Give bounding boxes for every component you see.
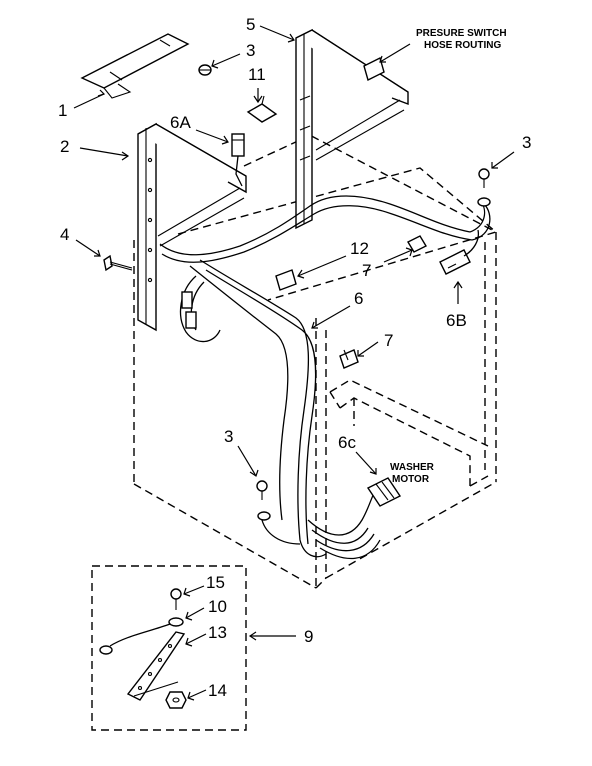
callout-6a: 6A — [170, 113, 191, 132]
callout-6: 6 — [354, 289, 363, 308]
screw-part-3-right — [477, 168, 491, 207]
callout-12: 12 — [350, 239, 369, 258]
side-bracket-part-2 — [137, 122, 247, 332]
callout-7-upper: 7 — [362, 261, 371, 280]
callout-6c: 6c — [338, 433, 356, 452]
callout-1: 1 — [58, 101, 67, 120]
callout-11: 11 — [248, 65, 266, 84]
screw-part-3-top — [198, 64, 212, 76]
callout-9: 9 — [304, 627, 313, 646]
washer-motor-note-line2: MOTOR — [392, 474, 430, 485]
callout-2: 2 — [60, 137, 69, 156]
callout-3-right: 3 — [522, 133, 531, 152]
callout-5: 5 — [246, 15, 255, 34]
leader-lines — [73, 25, 515, 701]
clip-part-7-lower — [339, 349, 359, 369]
callout-10: 10 — [208, 597, 227, 616]
callout-3-lower: 3 — [224, 427, 233, 446]
bolt-part-4 — [103, 254, 133, 272]
clip-part-11 — [246, 95, 278, 123]
clip-part-12 — [275, 269, 297, 291]
hose-routing-note-line2: HOSE ROUTING — [424, 40, 501, 51]
cabinet-outline — [133, 129, 498, 589]
callout-labels: 1 2 3 3 3 4 5 6 6A 6B 6c 7 7 9 10 11 12 … — [58, 15, 531, 700]
callout-6b: 6B — [446, 311, 467, 330]
bracket-part-1 — [80, 33, 190, 99]
connector-part-6c — [366, 477, 402, 507]
side-bracket-part-5 — [295, 28, 409, 230]
callout-15: 15 — [206, 573, 225, 592]
callout-13: 13 — [208, 623, 227, 642]
wiring-harness-part-6 — [159, 195, 491, 560]
connector-part-6b — [439, 229, 480, 275]
callout-7-lower: 7 — [384, 331, 393, 350]
hose-routing-note-line1: PRESURE SWITCH — [416, 28, 507, 39]
callout-3-top: 3 — [246, 41, 255, 60]
callout-4: 4 — [60, 225, 69, 244]
screw-part-3-lower — [256, 480, 271, 521]
callout-14: 14 — [208, 681, 227, 700]
clip-part-7-upper — [407, 235, 427, 253]
connector-part-6a — [231, 133, 245, 187]
ground-kit-part-9 — [91, 565, 247, 731]
washer-motor-note-line1: WASHER — [390, 462, 435, 473]
